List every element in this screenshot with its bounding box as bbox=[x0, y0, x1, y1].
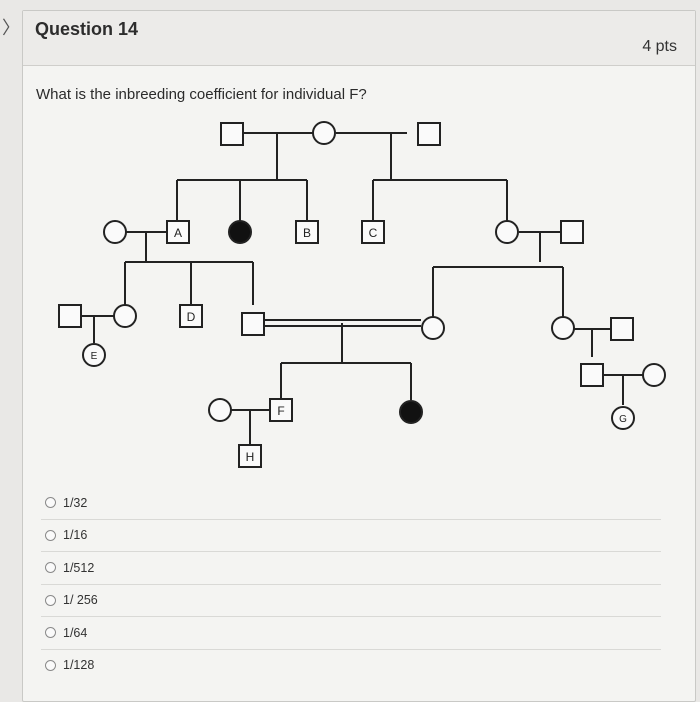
question-points: 4 pts bbox=[642, 38, 677, 55]
label-h: H bbox=[246, 450, 255, 464]
gen4-affected-female bbox=[399, 400, 423, 424]
gen4-male-right bbox=[580, 363, 604, 387]
individual-b bbox=[295, 220, 319, 244]
answer-label: 1/512 bbox=[63, 560, 95, 575]
radio-button[interactable] bbox=[45, 497, 56, 509]
radio-button[interactable] bbox=[45, 562, 56, 574]
answer-label: 1/32 bbox=[63, 495, 88, 510]
pedigree-diagram: A B C D E bbox=[58, 121, 666, 468]
question-card: Question 14 4 pts What is the inbreeding… bbox=[22, 10, 696, 702]
gen3-female-consanguineous bbox=[421, 316, 445, 340]
individual-d bbox=[179, 304, 203, 328]
label-g: G bbox=[619, 414, 627, 425]
answer-option-2[interactable]: 1/16 bbox=[41, 518, 661, 552]
gen3-male-left bbox=[58, 304, 82, 328]
gen4-lines bbox=[231, 374, 643, 445]
gen2-affected-female bbox=[228, 220, 252, 244]
label-d: D bbox=[187, 310, 196, 324]
gen2-female-right bbox=[495, 220, 519, 244]
label-a: A bbox=[174, 226, 182, 240]
question-header: Question 14 4 pts bbox=[23, 11, 695, 66]
question-text: What is the inbreeding coefficient for i… bbox=[36, 86, 367, 103]
radio-button[interactable] bbox=[45, 627, 56, 639]
gen3-male-right bbox=[610, 317, 634, 341]
gen3-female-right bbox=[551, 316, 575, 340]
gen3-female-left bbox=[113, 304, 137, 328]
spouse-of-f bbox=[208, 398, 232, 422]
gen1-male-2 bbox=[417, 122, 441, 146]
gen4-female-right bbox=[642, 363, 666, 387]
answer-label: 1/ 256 bbox=[63, 593, 98, 608]
individual-a bbox=[166, 220, 190, 244]
individual-c bbox=[361, 220, 385, 244]
gen2-lines bbox=[124, 231, 564, 317]
individual-f bbox=[269, 398, 293, 422]
answer-option-3[interactable]: 1/512 bbox=[41, 551, 661, 584]
answer-label: 1/64 bbox=[63, 625, 88, 640]
gen1-male-1 bbox=[220, 122, 244, 146]
gen1-female bbox=[312, 121, 336, 145]
answer-list: 1/32 1/16 1/512 1/ 256 1/64 1/128 bbox=[41, 487, 661, 681]
answer-label: 1/16 bbox=[63, 528, 88, 543]
gen3-male-consanguineous bbox=[241, 312, 265, 336]
radio-button[interactable] bbox=[45, 659, 56, 671]
answer-label: 1/128 bbox=[63, 658, 95, 673]
label-f: F bbox=[277, 404, 284, 418]
label-c: C bbox=[369, 226, 378, 240]
answer-option-4[interactable]: 1/ 256 bbox=[41, 583, 661, 617]
radio-button[interactable] bbox=[45, 594, 56, 606]
answer-option-5[interactable]: 1/64 bbox=[41, 616, 661, 649]
gen2-female-left bbox=[103, 220, 127, 244]
gen2-male-right bbox=[560, 220, 584, 244]
chevron-right-icon: 〉 bbox=[2, 18, 20, 38]
label-e: E bbox=[91, 351, 98, 362]
individual-e bbox=[82, 343, 106, 367]
gen3-lines bbox=[73, 315, 611, 400]
question-title: Question 14 bbox=[35, 19, 139, 39]
gen1-lines bbox=[176, 132, 508, 221]
answer-option-6[interactable]: 1/128 bbox=[41, 648, 661, 682]
individual-h bbox=[238, 444, 262, 468]
answer-option-1[interactable]: 1/32 bbox=[41, 487, 661, 519]
radio-button[interactable] bbox=[45, 529, 56, 541]
individual-g bbox=[611, 406, 635, 430]
label-b: B bbox=[303, 226, 311, 240]
